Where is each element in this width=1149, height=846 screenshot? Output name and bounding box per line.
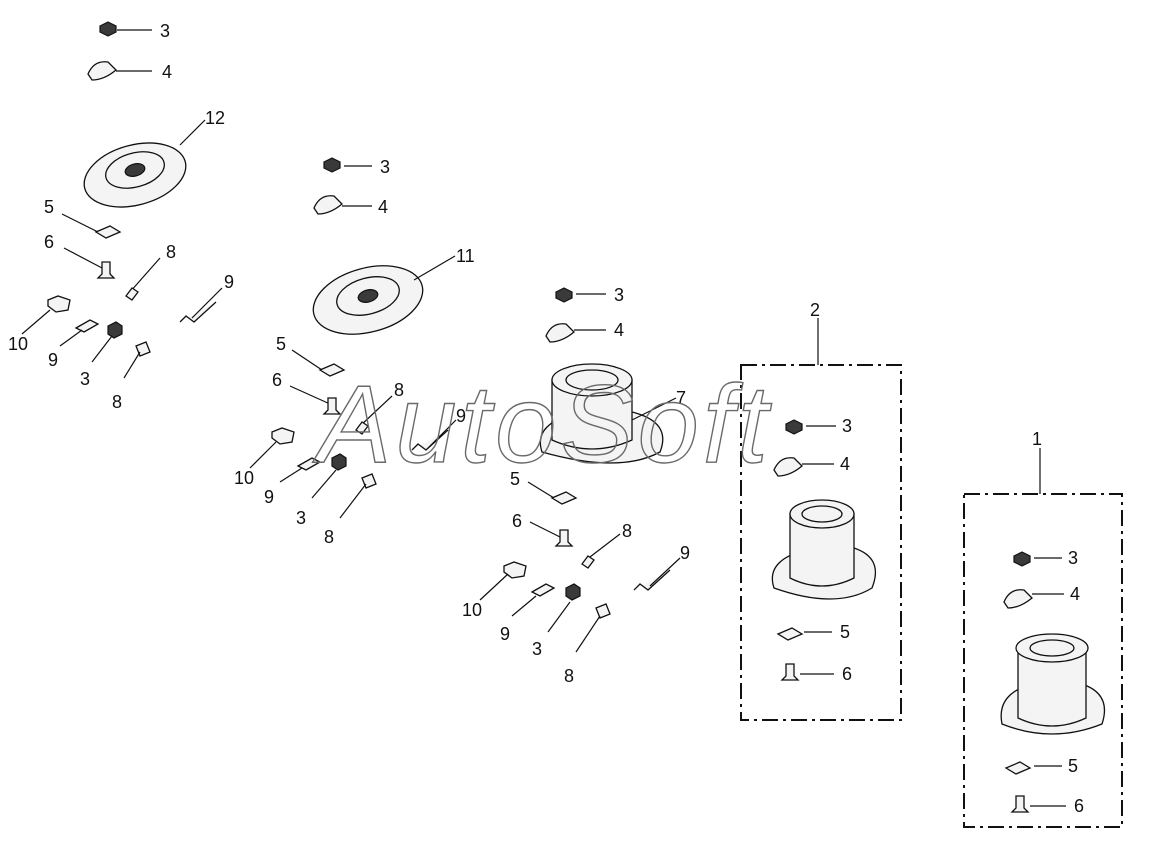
- callout-3: 3: [842, 416, 852, 436]
- callout-6: 6: [1074, 796, 1084, 816]
- callout-1: 1: [1032, 429, 1042, 449]
- watermark-text: AutoSoft: [312, 363, 772, 486]
- callout-3: 3: [1068, 548, 1078, 568]
- callout-9: 9: [48, 350, 58, 370]
- callout-8: 8: [564, 666, 574, 686]
- rotor-hub-part: [1000, 633, 1106, 735]
- callout-6: 6: [44, 232, 54, 252]
- callout-5: 5: [44, 197, 54, 217]
- callout-8: 8: [324, 527, 334, 547]
- callout-2: 2: [810, 300, 820, 320]
- callout-8: 8: [394, 380, 404, 400]
- callout-3: 3: [380, 157, 390, 177]
- callout-12: 12: [205, 108, 225, 128]
- callout-6: 6: [842, 664, 852, 684]
- nut-part: [99, 21, 117, 37]
- bolt-part: [96, 261, 116, 279]
- callout-3: 3: [614, 285, 624, 305]
- callout-9: 9: [500, 624, 510, 644]
- cutter-disc-part: [83, 142, 187, 208]
- callout-9: 9: [456, 406, 466, 426]
- callout-9: 9: [224, 272, 234, 292]
- cutter-disc-part: [312, 265, 424, 335]
- callout-7: 7: [676, 388, 686, 408]
- kit-box-1: 1 3 4 5 6: [963, 429, 1123, 828]
- callout-3: 3: [532, 639, 542, 659]
- callout-6: 6: [272, 370, 282, 390]
- callout-9: 9: [264, 487, 274, 507]
- kit-box-2: 2 3 4 5 6: [740, 300, 902, 721]
- callout-9: 9: [680, 543, 690, 563]
- callout-11: 11: [456, 246, 475, 266]
- callout-10: 10: [234, 468, 254, 488]
- callout-8: 8: [622, 521, 632, 541]
- callout-4: 4: [840, 454, 850, 474]
- rotor-hub-part: [771, 499, 877, 600]
- group-2-assembly: 3 4 11 5 6 8 9 10 9 3 8: [234, 157, 475, 547]
- callout-8: 8: [166, 242, 176, 262]
- callout-10: 10: [462, 600, 482, 620]
- callout-5: 5: [510, 469, 520, 489]
- rotor-hub-part: [539, 363, 664, 464]
- callout-4: 4: [162, 62, 172, 82]
- callout-3: 3: [296, 508, 306, 528]
- callout-5: 5: [276, 334, 286, 354]
- callout-4: 4: [1070, 584, 1080, 604]
- callout-3: 3: [80, 369, 90, 389]
- callout-4: 4: [614, 320, 624, 340]
- callout-5: 5: [840, 622, 850, 642]
- group-3-assembly: 3 4 7 5 6 8 9 10 9 3: [462, 285, 690, 686]
- callout-5: 5: [1068, 756, 1078, 776]
- group-1-assembly: 3 4 12 5 6 8 9 10 9 3 8: [8, 21, 234, 412]
- callout-10: 10: [8, 334, 28, 354]
- callout-6: 6: [512, 511, 522, 531]
- callout-8: 8: [112, 392, 122, 412]
- callout-4: 4: [378, 197, 388, 217]
- callout-3: 3: [160, 21, 170, 41]
- washer-part: [87, 61, 117, 81]
